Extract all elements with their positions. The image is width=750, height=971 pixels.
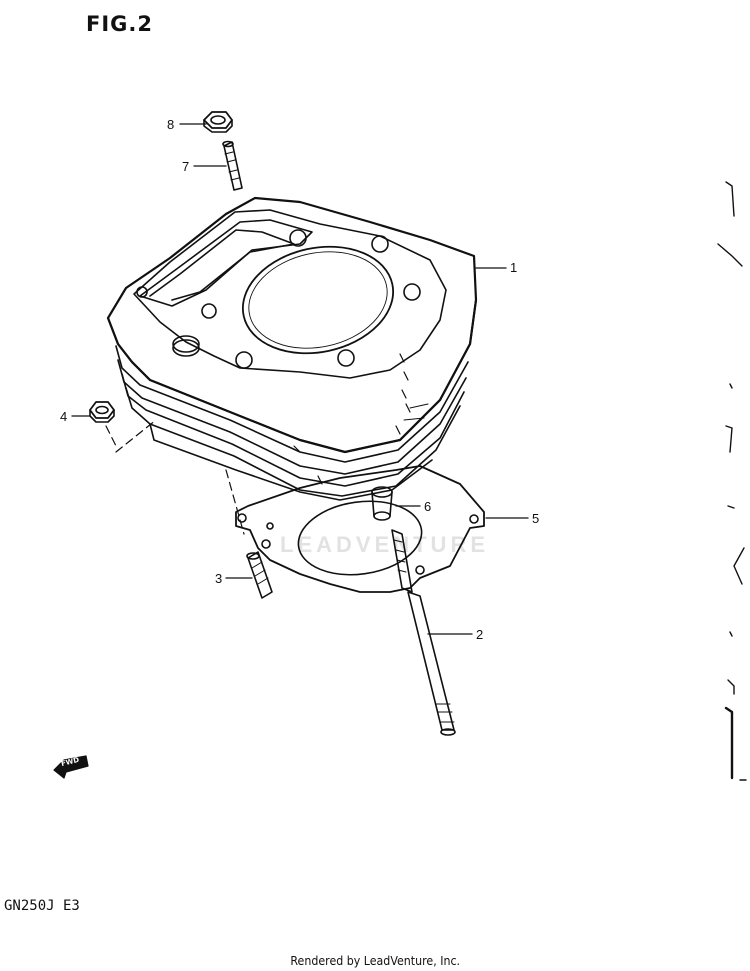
dowel-pin-part: [371, 486, 393, 521]
nut-part-4: [89, 401, 115, 423]
model-code: GN250J E3: [4, 898, 80, 914]
render-credit: Rendered by LeadVenture, Inc.: [0, 954, 750, 968]
callout-2: 2: [476, 627, 484, 642]
callout-4: 4: [60, 409, 68, 424]
callout-7: 7: [182, 159, 190, 174]
stud-part: [222, 140, 243, 191]
short-stud-part: [246, 551, 273, 599]
callout-3: 3: [215, 571, 223, 586]
callout-5: 5: [532, 511, 540, 526]
figure-title: FIG.2: [86, 12, 153, 36]
scan-edge-marks: [717, 181, 747, 781]
callout-6: 6: [424, 499, 432, 514]
centerlines: [105, 419, 245, 535]
callout-1: 1: [510, 260, 518, 275]
cylinder-part: [106, 196, 478, 501]
watermark-text: LEADVENTURE: [280, 532, 490, 557]
leader-lines: [71, 123, 529, 635]
fwd-arrow-icon: [53, 755, 89, 779]
long-stud-part: [391, 529, 456, 736]
render-credit-text: Rendered by LeadVenture, Inc.: [290, 954, 460, 968]
callout-8: 8: [167, 117, 175, 132]
nut-part-8: [203, 111, 233, 133]
base-gasket-part: [235, 465, 485, 593]
